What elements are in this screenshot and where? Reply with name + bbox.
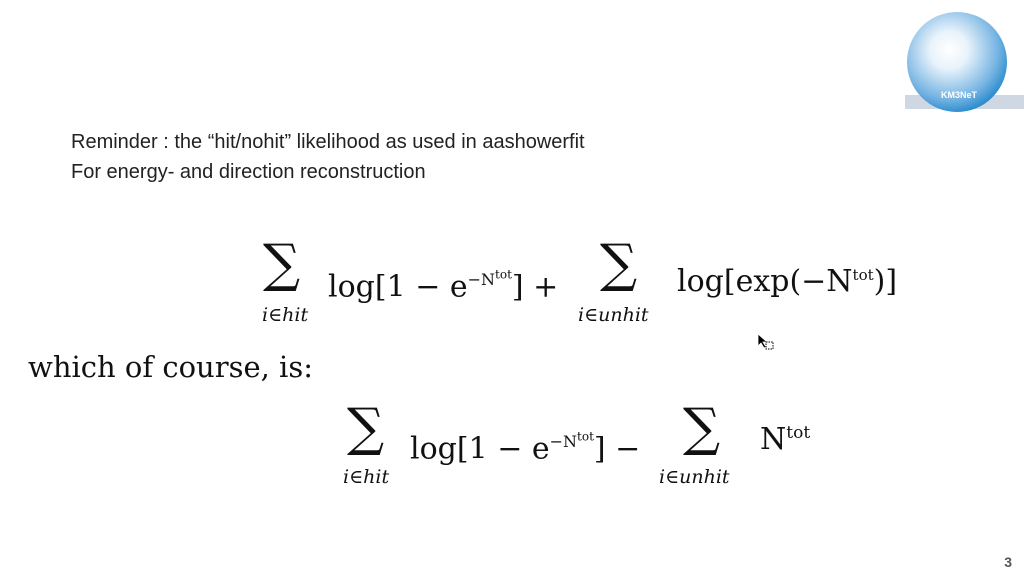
term-log-hit-2-close: ] − [593, 431, 641, 467]
sum-symbol-hit-2: ∑ [347, 398, 385, 458]
sum-symbol-unhit-2: ∑ [683, 398, 721, 458]
exp-minus-n-2: −N [549, 432, 578, 452]
term-log-hit-2-base: log[1 − e [410, 431, 550, 467]
formula-likelihood: ∑ i∈hit log[1 − e−Ntot] + ∑ i∈unhit log[… [0, 234, 1024, 326]
sum-symbol-unhit: ∑ [600, 234, 638, 294]
which-of-course-text: which of course, is: [28, 350, 313, 384]
sum-subscript-hit: i∈hit [262, 304, 309, 326]
term-log-hit-exponent: −Ntot [467, 268, 512, 290]
term-log-hit-base: log[1 − e [328, 269, 468, 305]
term-log-hit-2-exponent: −Ntot [549, 430, 594, 452]
term-log-unhit-base: log[exp(−N [677, 264, 853, 299]
term-n: N [760, 422, 787, 457]
exp-tot-2: tot [577, 430, 594, 444]
intro-line-1: Reminder : the “hit/nohit” likelihood as… [71, 131, 585, 153]
km3net-logo [907, 12, 1007, 112]
term-log-hit-2: log[1 − e−Ntot] − [410, 420, 640, 466]
sum-subscript-unhit: i∈unhit [578, 304, 649, 326]
term-n-tot-sup: tot [786, 423, 811, 443]
intro-line-2: For energy- and direction reconstruction [71, 161, 426, 183]
term-log-unhit-close: )] [873, 264, 898, 299]
sum-symbol-hit: ∑ [263, 234, 301, 294]
sum-subscript-unhit-2: i∈unhit [659, 466, 730, 488]
term-log-unhit: log[exp(−Ntot)] [677, 258, 897, 299]
exp-minus-n: −N [467, 270, 496, 290]
exp-tot: tot [495, 268, 512, 282]
term-n-tot: Ntot [760, 416, 810, 457]
sum-subscript-hit-2: i∈hit [343, 466, 390, 488]
term-log-hit-close: ] + [511, 269, 559, 305]
intro-text: Reminder : the “hit/nohit” likelihood as… [71, 127, 585, 187]
term-log-hit: log[1 − e−Ntot] + [328, 258, 558, 304]
page-number: 3 [1004, 554, 1012, 570]
formula-simplified: ∑ i∈hit log[1 − e−Ntot] − ∑ i∈unhit Ntot [0, 398, 1024, 488]
mouse-cursor-icon [757, 333, 774, 350]
logo-text: KM3NeT [940, 90, 977, 100]
term-log-unhit-tot: tot [852, 266, 874, 284]
